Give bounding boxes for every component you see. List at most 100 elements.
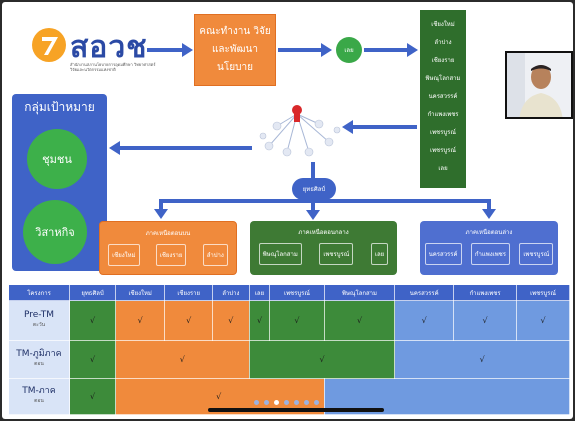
table-header: เลย xyxy=(248,284,271,301)
home-indicator[interactable] xyxy=(208,408,384,412)
center-node: เลย xyxy=(336,37,362,63)
region-north-items: เชียงใหม่ เชียงราย ลำปาง xyxy=(100,244,236,266)
arrow-head-icon xyxy=(154,209,168,219)
arrow-head-icon xyxy=(407,43,418,57)
arrow-connector xyxy=(352,125,417,129)
logo-subtitle: สำนักงานสภานโยบายการอุดมศึกษา วิทยาศาสตร… xyxy=(70,62,156,72)
row-label: TM-ภูมิภาคตอน xyxy=(8,340,70,379)
logo-text: สอวช xyxy=(70,30,148,65)
region-central-box: ภาคเหนือตอนกลาง พิษณุโลกสาม เพชรบูรณ์ เลย xyxy=(250,221,397,275)
tick-cell: √ xyxy=(68,340,117,379)
pager-dot[interactable] xyxy=(264,400,269,405)
table-header: เพชรบูรณ์ xyxy=(516,284,570,301)
table-header: พิษณุโลกสาม xyxy=(323,284,396,301)
row-label: TM-ภาคตอน xyxy=(8,378,70,415)
pager-dots[interactable] xyxy=(254,400,334,406)
region-lower-title: ภาคเหนือตอนล่าง xyxy=(465,229,513,236)
arrow-head-icon xyxy=(482,209,496,219)
arrow-head-icon xyxy=(306,210,320,220)
arrow-connector xyxy=(120,146,252,150)
province-item: เชียงราย xyxy=(431,57,455,64)
arrow-connector xyxy=(311,199,315,211)
table-header: เชียงราย xyxy=(164,284,214,301)
tick-cell: √ xyxy=(453,300,518,341)
hub-node-label: ยุทธศิลป์ xyxy=(302,186,326,193)
region-lower-items: นครสวรรค์กำแพงเพชรเพชรบูรณ์ xyxy=(420,243,558,265)
hub-node: ยุทธศิลป์ xyxy=(292,178,336,200)
region-item: เลย xyxy=(370,243,389,265)
pager-dot[interactable] xyxy=(284,400,289,405)
tick-cell: √ xyxy=(115,300,166,341)
arrow-connector xyxy=(487,199,491,209)
tick-cell: √ xyxy=(248,340,396,379)
community-circle: ชุมชน xyxy=(27,129,87,189)
table-cell xyxy=(323,378,571,415)
arrow-branch xyxy=(159,199,491,203)
arrow-head-icon xyxy=(321,43,332,57)
enterprise-circle: วิสาหกิจ xyxy=(23,200,87,264)
table-header: กำแพงเพชร xyxy=(453,284,518,301)
table-header: นครสวรรค์ xyxy=(394,284,455,301)
region-item: เพชรบูรณ์ xyxy=(519,243,554,265)
tick-cell: √ xyxy=(394,300,455,341)
working-group-label: คณะทำงาน วิจัยและพัฒนา นโยบาย xyxy=(199,26,271,73)
network-people-icon xyxy=(259,105,341,157)
tick-cell: √ xyxy=(248,300,271,341)
province-item: พิษณุโลกสาม xyxy=(425,75,461,82)
pager-dot[interactable] xyxy=(294,400,299,405)
pager-dot[interactable] xyxy=(304,400,309,405)
region-north-box: ภาคเหนือตอนบน เชียงใหม่ เชียงราย ลำปาง xyxy=(99,221,237,275)
project-table: โครงการ ยุทธศิลป์ เชียงใหม่ เชียงราย ลำป… xyxy=(8,284,571,415)
target-group-title: กลุ่มเป้าหมาย xyxy=(24,100,95,114)
region-item: พิษณุโลกสาม xyxy=(258,243,302,265)
table-header: เชียงใหม่ xyxy=(115,284,166,301)
arrow-head-icon xyxy=(342,120,353,134)
center-node-label: เลย xyxy=(344,47,354,54)
table-header: เพชรบูรณ์ xyxy=(269,284,325,301)
province-item: นครสวรรค์ xyxy=(428,93,458,100)
table-corner: โครงการ xyxy=(8,284,70,301)
table-row: TM-ภาคตอน √ √ xyxy=(8,378,571,415)
tick-cell: √ xyxy=(269,300,325,341)
province-item: กำแพงเพชร xyxy=(427,111,459,118)
working-group-box: คณะทำงาน วิจัยและพัฒนา นโยบาย xyxy=(194,14,276,86)
province-item: ลำปาง xyxy=(434,39,452,46)
tick-cell: √ xyxy=(212,300,250,341)
region-lower-box: ภาคเหนือตอนล่าง นครสวรรค์กำแพงเพชรเพชรบู… xyxy=(420,221,558,275)
province-item: เลย xyxy=(438,165,448,172)
region-item: เชียงใหม่ xyxy=(108,244,140,266)
province-list-box: เชียงใหม่ลำปางเชียงรายพิษณุโลกสามนครสวรร… xyxy=(420,10,466,188)
arrow-head-icon xyxy=(182,43,193,57)
tick-cell: √ xyxy=(115,340,250,379)
arrow-connector xyxy=(278,48,322,52)
presenter-video-icon xyxy=(507,53,571,117)
tick-cell: √ xyxy=(68,300,117,341)
region-item: ลำปาง xyxy=(202,244,228,266)
table-header: ยุทธศิลป์ xyxy=(68,284,117,301)
tick-cell: √ xyxy=(394,340,570,379)
tick-cell: √ xyxy=(323,300,396,341)
region-central-title: ภาคเหนือตอนกลาง xyxy=(298,229,349,236)
enterprise-label: วิสาหกิจ xyxy=(35,226,75,239)
region-north-title: ภาคเหนือตอนบน xyxy=(145,230,191,237)
tick-cell: √ xyxy=(68,378,117,415)
tick-cell: √ xyxy=(164,300,214,341)
region-item: เพชรบูรณ์ xyxy=(319,243,354,265)
tick-cell: √ xyxy=(516,300,570,341)
webcam-thumbnail[interactable] xyxy=(505,51,573,119)
province-item: เพชรบูรณ์ xyxy=(430,129,456,136)
pager-dot[interactable] xyxy=(254,400,259,405)
logo-mark-icon xyxy=(32,28,66,62)
region-item: เชียงราย xyxy=(155,244,187,266)
target-group-panel: กลุ่มเป้าหมาย ชุมชน วิสาหกิจ xyxy=(12,94,107,271)
arrow-head-icon xyxy=(109,141,120,155)
pager-dot[interactable] xyxy=(314,400,319,405)
table-header: ลำปาง xyxy=(212,284,250,301)
pager-dot[interactable] xyxy=(274,400,279,405)
community-label: ชุมชน xyxy=(42,153,72,166)
region-item: กำแพงเพชร xyxy=(470,243,510,265)
region-central-items: พิษณุโลกสาม เพชรบูรณ์ เลย xyxy=(250,243,397,265)
